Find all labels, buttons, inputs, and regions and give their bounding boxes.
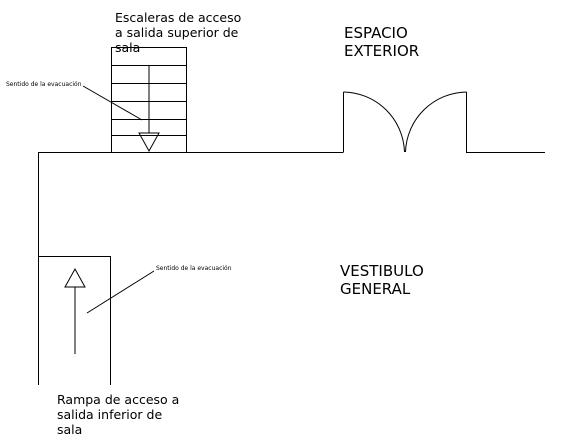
door-leaf-left-swing xyxy=(343,91,405,153)
ramp-evacuation-direction-note: Sentido de la evacuación xyxy=(156,265,232,272)
exterior-space-label: ESPACIO EXTERIOR xyxy=(344,24,420,60)
stairs-evacuation-direction-note: Sentido de la evacuación xyxy=(6,81,82,88)
ramp-note-leader xyxy=(86,270,155,314)
ramp-access-label: Rampa de acceso a salida inferior de sal… xyxy=(57,392,180,437)
door-leaf-right-swing xyxy=(405,91,467,153)
wall-top-left xyxy=(38,152,343,385)
stairs-evacuation-arrowhead xyxy=(138,132,160,153)
stairs xyxy=(111,47,187,153)
stairs-outline xyxy=(111,47,187,153)
ramp-outline xyxy=(38,256,111,385)
double-door xyxy=(343,91,467,153)
stairs-note-leader xyxy=(82,85,143,121)
stairs-access-label: Escaleras de acceso a salida superior de… xyxy=(115,10,242,55)
ramp-evacuation-arrowhead xyxy=(64,267,86,288)
general-vestibule-label: VESTIBULO GENERAL xyxy=(340,262,424,298)
ramp xyxy=(38,256,111,385)
